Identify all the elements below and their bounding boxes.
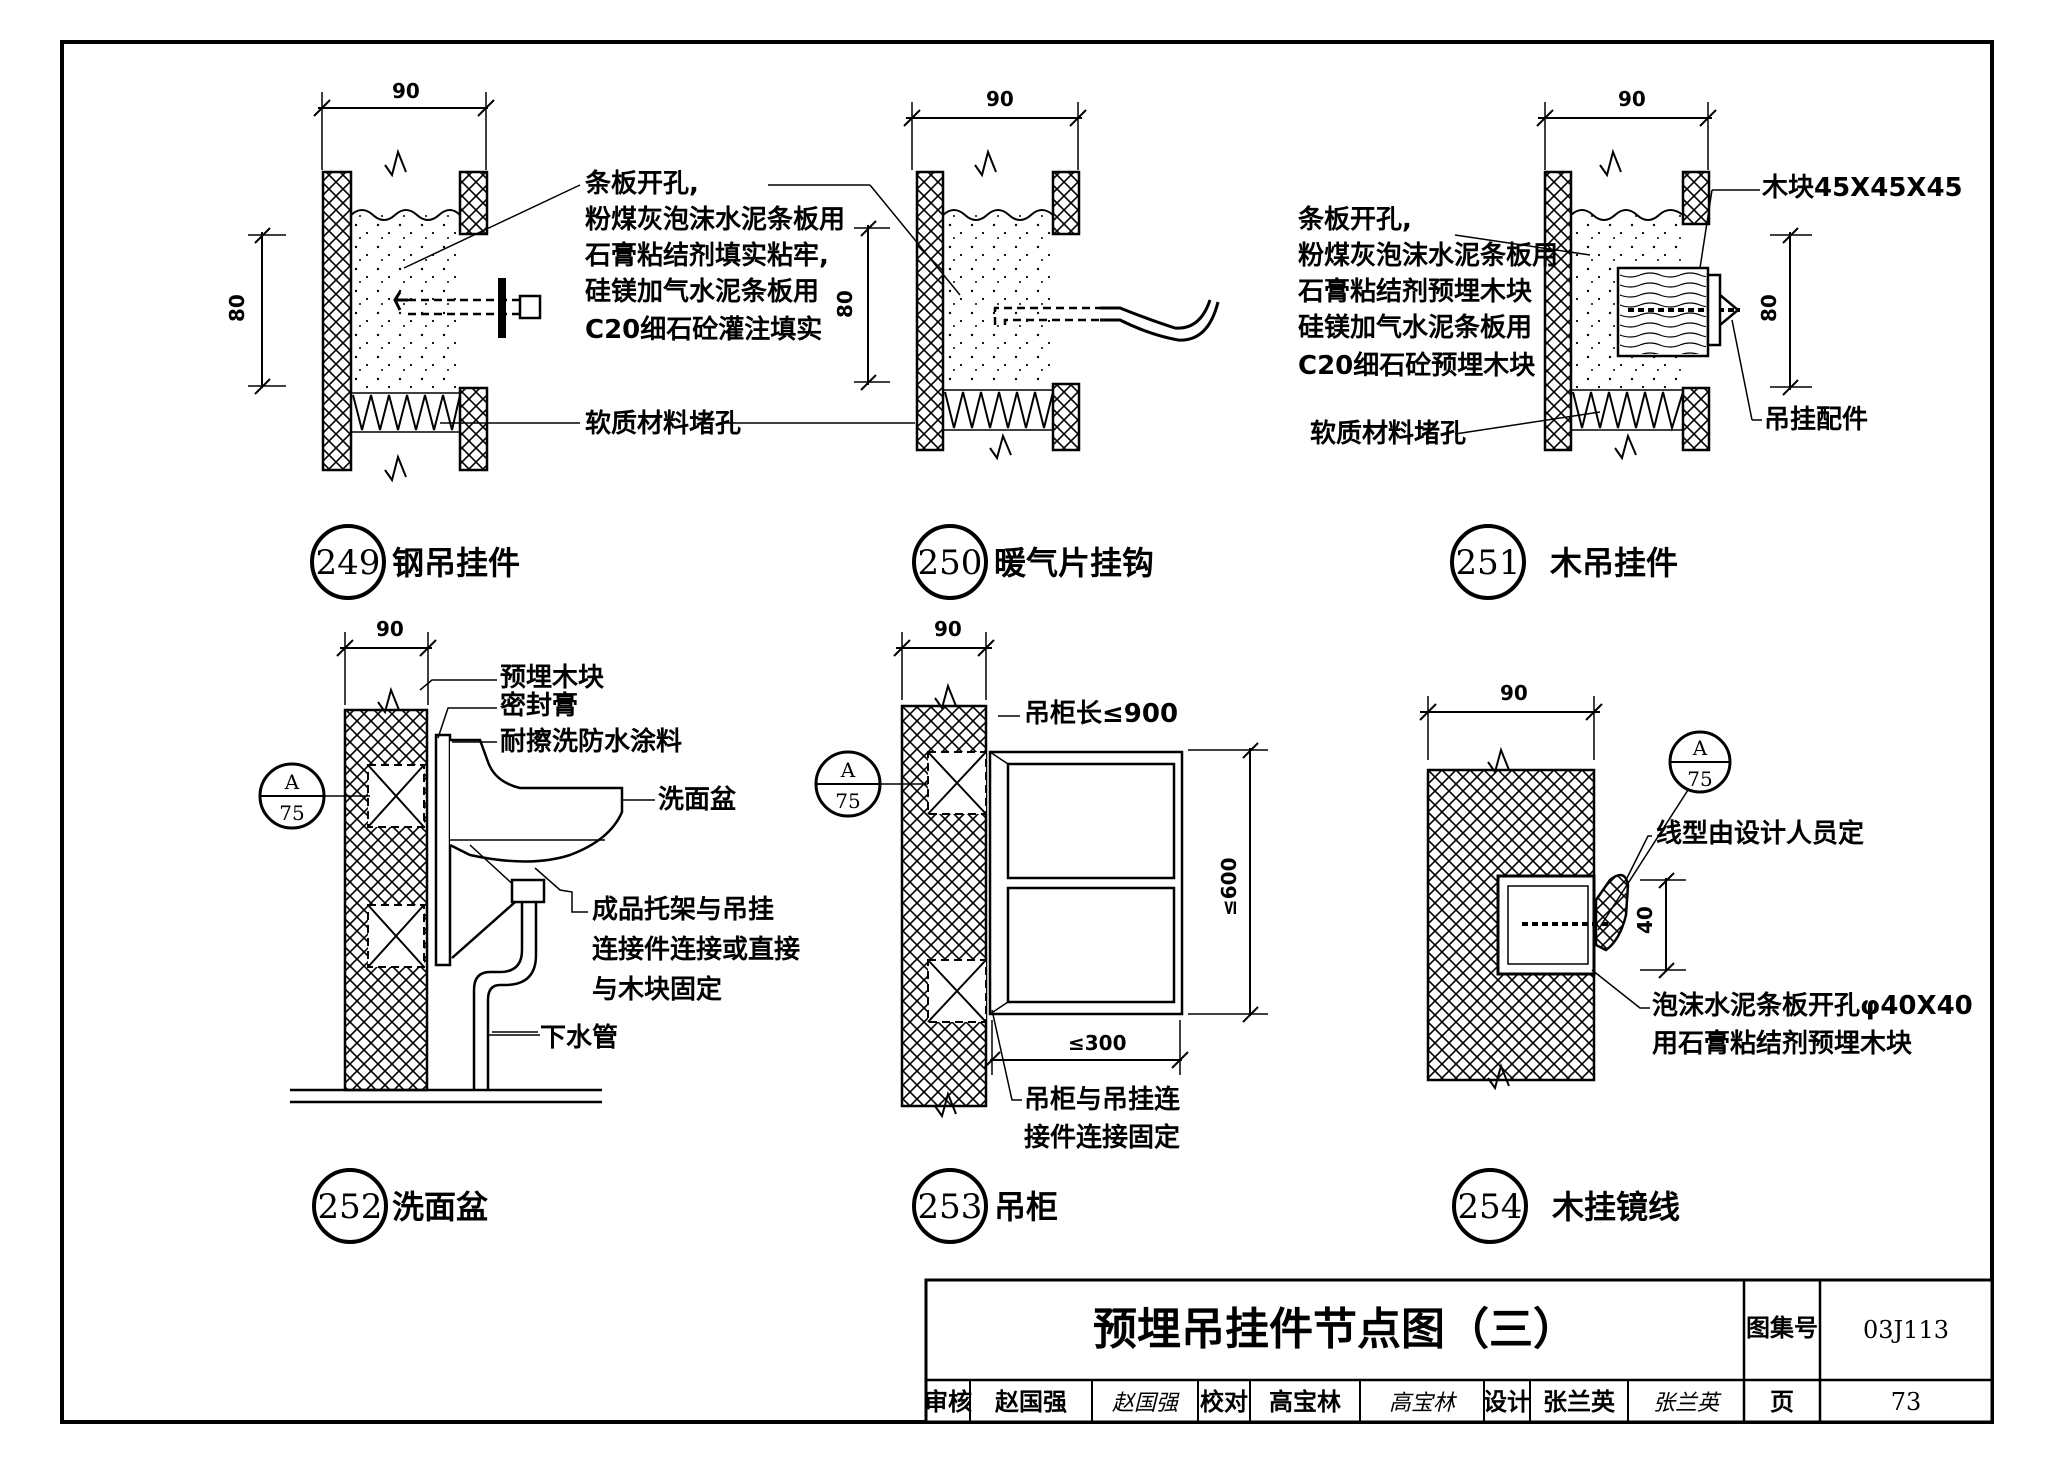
d252-label-sealant: 密封膏 — [500, 690, 578, 721]
d254-profile-note: 线型由设计人员定 — [1656, 818, 1864, 849]
d252-label-basin: 洗面盆 — [658, 784, 737, 815]
d251-note-1: 条板开孔, — [1298, 205, 1412, 235]
d250-dim-width: 90 — [986, 87, 1014, 111]
d253-caption: 吊柜 — [994, 1188, 1058, 1226]
detail-251: 90 80 木块45X45X45 吊挂配件 条板开孔, 粉煤灰泡沫水泥条板用 石… — [1297, 87, 1963, 600]
d249-note-2: 粉煤灰泡沫水泥条板用 — [585, 205, 845, 235]
d251-plug-note: 软质材料堵孔 — [1310, 419, 1466, 449]
d252-drain-label: 下水管 — [540, 1023, 618, 1053]
d254-hole-1: 泡沫水泥条板开孔φ40X40 — [1652, 991, 1973, 1021]
d254-ref-top: A — [1692, 736, 1708, 760]
sheet-title: 预埋吊挂件节点图（三） — [1093, 1304, 1577, 1355]
checker-signature: 高宝林 — [1389, 1391, 1458, 1416]
d249-caption: 钢吊挂件 — [392, 544, 520, 582]
d249-plug-note: 软质材料堵孔 — [585, 409, 741, 439]
d253-connect-1: 吊柜与吊挂连 — [1024, 1085, 1181, 1115]
d252-bracket-3: 与木块固定 — [592, 974, 722, 1005]
d253-dim-height: ≤600 — [1217, 857, 1241, 916]
checker-name: 高宝林 — [1269, 1388, 1341, 1416]
d251-caption: 木吊挂件 — [1549, 544, 1678, 582]
d252-number: 252 — [318, 1187, 383, 1227]
d252-dim-width: 90 — [376, 617, 404, 641]
check-label: 校对 — [1200, 1388, 1248, 1416]
designer-signature: 张兰英 — [1653, 1391, 1722, 1416]
d253-dim-width: 90 — [934, 617, 962, 641]
d251-note-2: 粉煤灰泡沫水泥条板用 — [1298, 241, 1558, 271]
d249-dim-width: 90 — [392, 79, 420, 103]
d251-number: 251 — [1456, 543, 1521, 583]
d251-dim-width: 90 — [1618, 87, 1646, 111]
d251-note-4: 硅镁加气水泥条板用 — [1298, 312, 1532, 343]
d254-dim-width: 90 — [1500, 681, 1528, 705]
d254-number: 254 — [1458, 1187, 1523, 1227]
designer-name: 张兰英 — [1543, 1388, 1616, 1416]
d253-dim-depth: ≤300 — [1068, 1031, 1127, 1055]
d254-ref-bottom: 75 — [1687, 767, 1712, 791]
d251-fitting-note: 吊挂配件 — [1764, 405, 1868, 435]
atlas-label: 图集号 — [1746, 1314, 1818, 1342]
d252-label-block: 预埋木块 — [500, 663, 604, 693]
d249-number: 249 — [316, 543, 381, 583]
detail-253: 90 ≤600 ≤300 A 75 吊柜长≤900 吊柜与吊挂 — [814, 617, 1268, 1244]
d249-note-3: 石膏粘结剂填实粘牢, — [584, 240, 829, 271]
detail-249: 90 80 条板开孔, 粉煤灰泡沫水泥条板用 石膏粘结剂填实粘牢, 硅 — [225, 79, 915, 600]
d252-bracket-2: 连接件连接或直接 — [592, 935, 800, 965]
reviewer-name: 赵国强 — [994, 1388, 1067, 1416]
design-label: 设计 — [1483, 1388, 1531, 1416]
review-label: 审核 — [924, 1388, 972, 1416]
d251-block-note: 木块45X45X45 — [1761, 173, 1963, 203]
d254-dim-height: 40 — [1633, 906, 1657, 934]
d250-dim-height: 80 — [833, 290, 857, 318]
d250-caption: 暖气片挂钩 — [994, 544, 1154, 582]
d254-caption: 木挂镜线 — [1551, 1188, 1680, 1226]
d251-note-3: 石膏粘结剂预埋木块 — [1297, 276, 1532, 307]
d252-bracket-1: 成品托架与吊挂 — [592, 895, 774, 925]
detail-254: 90 A 75 40 线型由设计人员定 泡沫水泥条板开孔φ40X40 用石膏粘结… — [1419, 681, 1973, 1244]
d253-ref-top: A — [840, 758, 856, 782]
d251-note-5: C20细石砼预埋木块 — [1298, 350, 1535, 381]
d252-label-coating: 耐擦洗防水涂料 — [500, 726, 682, 757]
detail-250: 90 80 250 暖气片挂钩 — [768, 87, 1220, 600]
d253-connect-2: 接件连接固定 — [1024, 1122, 1180, 1153]
d250-number: 250 — [918, 543, 983, 583]
d252-ref-top: A — [284, 770, 300, 794]
page-number: 73 — [1891, 1388, 1922, 1416]
d251-dim-height: 80 — [1757, 294, 1781, 322]
atlas-number: 03J113 — [1863, 1316, 1949, 1344]
d253-ref-bottom: 75 — [835, 789, 860, 813]
d252-caption: 洗面盆 — [392, 1188, 488, 1226]
d249-dim-height: 80 — [225, 294, 249, 322]
d253-number: 253 — [918, 1187, 983, 1227]
reviewer-signature: 赵国强 — [1112, 1391, 1180, 1416]
d249-note-5: C20细石砼灌注填实 — [585, 314, 822, 345]
d254-hole-2: 用石膏粘结剂预埋木块 — [1652, 1028, 1912, 1059]
d249-note-1: 条板开孔, — [585, 169, 699, 199]
d252-ref-bottom: 75 — [279, 801, 304, 825]
d249-note-4: 硅镁加气水泥条板用 — [585, 276, 819, 307]
d253-length-label: 吊柜长≤900 — [1024, 699, 1178, 729]
detail-252: 90 A 75 预埋木块 密封膏 耐擦洗防水涂料 — [258, 617, 800, 1244]
page-label: 页 — [1770, 1388, 1794, 1416]
title-block: 预埋吊挂件节点图（三） 图集号 03J113 审核 赵国强 赵国强 校对 高宝林… — [924, 1278, 1994, 1424]
